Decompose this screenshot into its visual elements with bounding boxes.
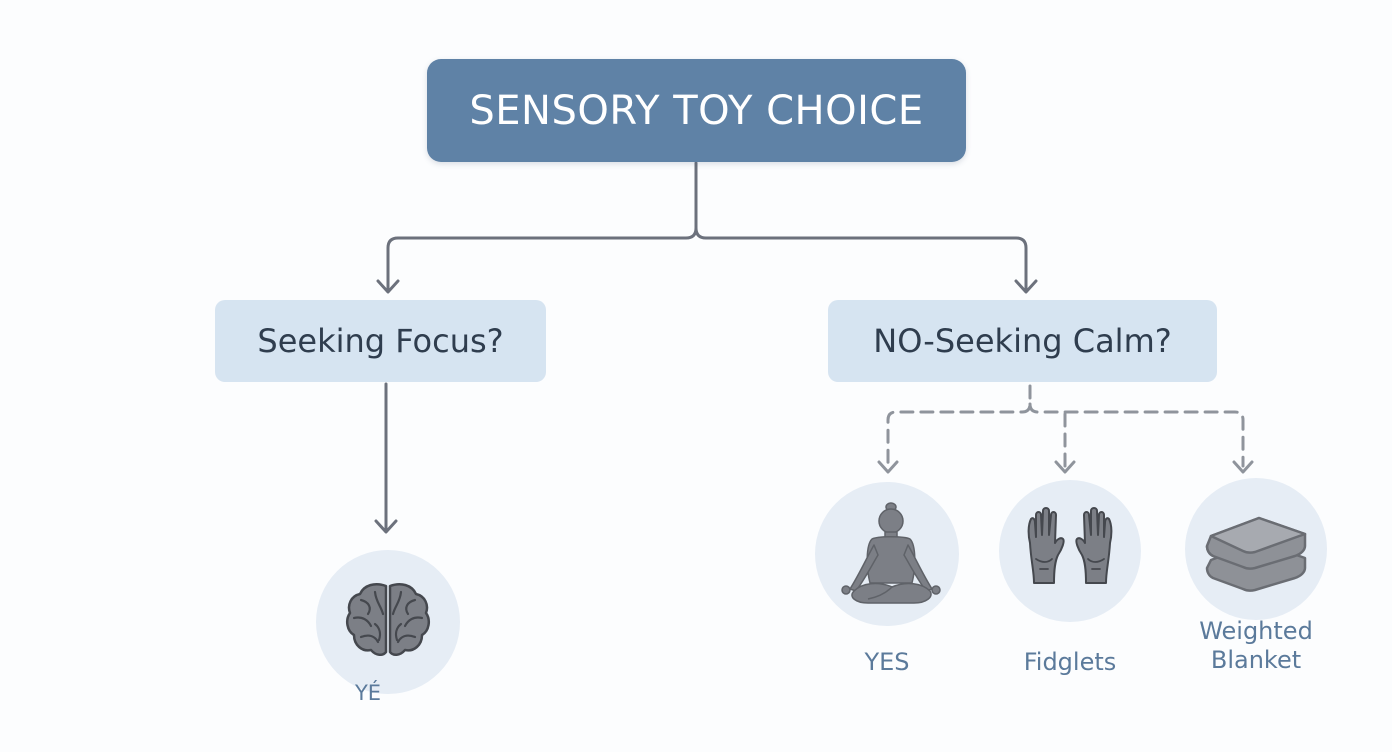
root-node: SENSORY TOY CHOICE <box>427 59 966 162</box>
brain-icon <box>345 580 431 665</box>
weighted-blanket-icon <box>1201 502 1311 597</box>
outcome-circle <box>1185 478 1327 620</box>
question-node-focus: Seeking Focus? <box>215 300 546 382</box>
outcome-circle <box>999 480 1141 622</box>
diagram-title: SENSORY TOY CHOICE <box>469 87 924 134</box>
root-connector <box>386 161 698 292</box>
arrowhead <box>374 519 398 534</box>
arrowhead <box>376 279 400 294</box>
calm-connector <box>886 384 1032 468</box>
calm-connector <box>1028 402 1245 468</box>
arrowhead <box>1232 460 1254 474</box>
outcome-circle <box>316 550 460 694</box>
outcome-caption: Fidglets <box>1023 648 1117 676</box>
outcome-caption: Weighted Blanket <box>1199 617 1313 674</box>
question-label: Seeking Focus? <box>257 322 504 360</box>
question-node-calm: NO-Seeking Calm? <box>828 300 1217 382</box>
outcome-caption: YES <box>864 648 910 676</box>
hands-icon <box>1018 506 1122 596</box>
outcome-circle <box>815 482 959 626</box>
question-label: NO-Seeking Calm? <box>873 322 1172 360</box>
arrowhead <box>1054 460 1076 474</box>
arrowhead <box>1014 279 1038 294</box>
root-connector <box>694 226 1028 292</box>
meditation-icon <box>822 487 952 622</box>
outcome-caption: YÉ <box>354 681 382 705</box>
arrowhead <box>877 460 899 474</box>
